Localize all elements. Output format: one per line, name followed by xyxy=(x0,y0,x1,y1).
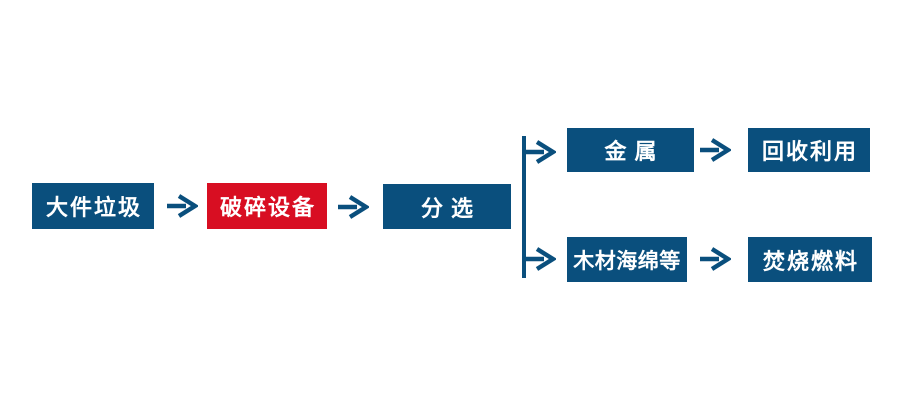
arrow-right-icon xyxy=(338,195,369,219)
arrow-right-icon xyxy=(700,138,731,162)
node-incineration-fuel: 焚烧燃料 xyxy=(748,237,872,282)
node-wood-sponge: 木材海绵等 xyxy=(567,237,687,282)
arrow-right-icon xyxy=(167,194,198,218)
node-bulky-waste: 大件垃圾 xyxy=(32,183,154,229)
arrow-right-icon xyxy=(525,140,556,164)
node-crushing-equipment: 破碎设备 xyxy=(207,183,327,229)
arrow-right-icon xyxy=(525,247,556,271)
node-metal: 金属 xyxy=(567,128,694,172)
node-sorting: 分选 xyxy=(383,184,511,229)
arrow-right-icon xyxy=(700,247,731,271)
node-recycling: 回收利用 xyxy=(748,128,870,172)
branch-line xyxy=(522,136,526,278)
